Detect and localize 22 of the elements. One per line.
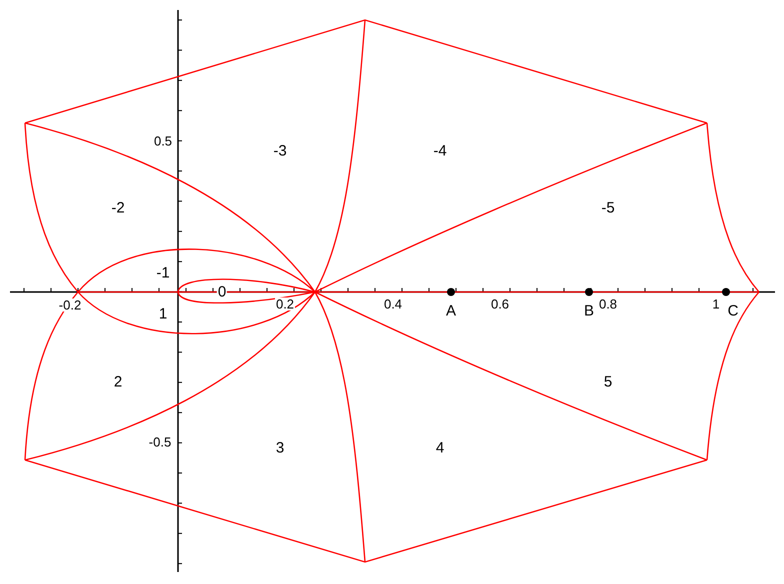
region-label: 4 bbox=[434, 440, 446, 456]
point-label: C bbox=[726, 304, 740, 318]
region-label: -1 bbox=[155, 266, 171, 280]
tick-label: 0.4 bbox=[382, 298, 404, 310]
tick-label: -0.2 bbox=[58, 298, 82, 312]
region-label: -2 bbox=[110, 200, 126, 216]
region-label: -4 bbox=[432, 144, 448, 158]
region-label: 5 bbox=[602, 374, 614, 390]
region-label: -5 bbox=[600, 200, 616, 216]
region-label: 3 bbox=[274, 440, 286, 456]
region-label: -3 bbox=[272, 144, 288, 158]
region-label: 1 bbox=[158, 306, 168, 322]
tick-label: 0.6 bbox=[490, 298, 510, 310]
tick-label: -0.5 bbox=[148, 436, 172, 448]
tick-label: 1 bbox=[711, 298, 721, 310]
region-label: 0 bbox=[216, 284, 228, 300]
tick-label: 0.5 bbox=[152, 134, 174, 148]
point-label: B bbox=[583, 304, 595, 318]
region-label: 2 bbox=[112, 374, 124, 390]
point-label: A bbox=[445, 304, 457, 318]
tick-label: 0.2 bbox=[274, 298, 296, 310]
tick-label: 0.8 bbox=[598, 298, 618, 310]
